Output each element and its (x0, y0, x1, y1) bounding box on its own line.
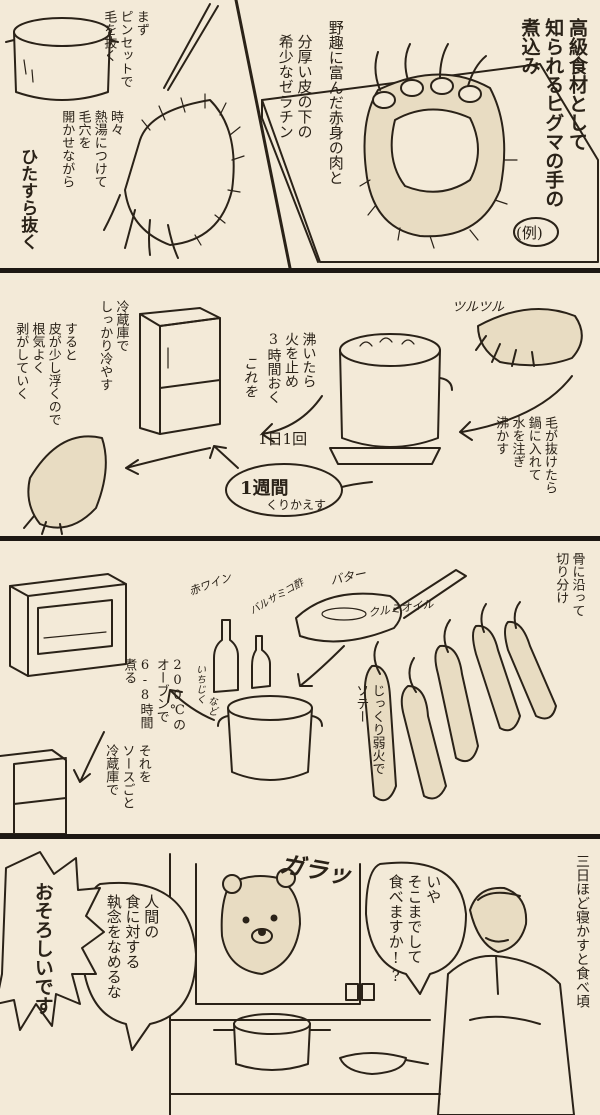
tweezers-drawing (163, 3, 219, 91)
panel-3: 骨に沿って 切り分け バター クルミオイル じっくり弱火で ソテー 赤ワイン バ… (0, 546, 600, 834)
man-drawing (437, 886, 575, 1115)
fridge-drawing (139, 307, 221, 435)
cut-pieces-drawing (363, 601, 557, 802)
panel-4-illustration (0, 851, 575, 1115)
sfx-smooth: ツルツル (452, 300, 505, 315)
kitchen-pot-drawing (213, 1013, 331, 1071)
step-rest: 沸いたら 火を止め 3時間おく (265, 332, 317, 404)
panel-1-illustration (5, 0, 599, 268)
stew-pot-drawing (217, 695, 323, 781)
once-a-day: 1日1回 (258, 430, 308, 448)
handwritten-this: これを (241, 356, 258, 398)
oven-drawing (9, 573, 127, 677)
note-meat: 野趣に富んだ赤身の肉と (326, 20, 345, 185)
panel-1-title: 高級食材として 知られるヒグマの手の 煮込み (518, 18, 589, 208)
boiling-pot-drawing (329, 333, 453, 465)
step-peel: すると 皮が少し浮くので 根気よく 剥がしていく (13, 322, 77, 426)
pot-drawing (5, 17, 119, 101)
frying-pan-drawing (295, 569, 467, 643)
panel-divider-3 (0, 834, 600, 839)
speech-scary: おそろしいです (31, 882, 54, 1015)
caption-ready: 三日ほど寝かすと食べ頃 (574, 854, 590, 1008)
step-pluck: ひたすら抜く (17, 148, 38, 250)
note-gelatin: 分厚い皮の下の 希少なゼラチン (276, 34, 314, 139)
speech-really: いや そこまでして 食べますか!? (386, 874, 443, 985)
step-fridge: 冷蔵庫で しっかり冷やす (97, 300, 129, 391)
panel-4: 三日ほど寝かすと食べ頃 いや そこまでして 食べますか!? ガラッ 人間の 食に… (0, 844, 600, 1115)
panel-2-illustration (23, 307, 583, 535)
example-label: (例) (516, 224, 543, 242)
panel-divider-1 (0, 268, 600, 273)
step-boil: 毛が抜けたら 鍋に入れて 水を注ぎ 沸かす (493, 416, 557, 494)
panel-2: ツルツル 毛が抜けたら 鍋に入れて 水を注ぎ 沸かす 沸いたら 火を止め 3時間… (0, 278, 600, 536)
step-chill: それを ソースごと 冷蔵庫で (103, 744, 151, 809)
step-oven: 200℃の オーブンで 6-8時間 煮る (121, 658, 185, 731)
panel-divider-2 (0, 536, 600, 541)
step-tweezers: まず ピンセットで 毛を抜く (101, 10, 149, 88)
bear-drawing (220, 868, 301, 975)
cutting-board-drawing (261, 63, 599, 263)
repeat-week: 1週間 (240, 478, 289, 499)
step-cut: 骨に沿って 切り分け (553, 552, 585, 617)
repeat-label: くりかえす (266, 498, 327, 512)
smooth-paw-drawing (475, 307, 583, 367)
panel-1: 高級食材として 知られるヒグマの手の 煮込み (例) 野趣に富んだ赤身の肉と 分… (0, 0, 600, 268)
small-fridge-drawing (0, 749, 67, 834)
speech-human: 人間の 食に対する 執念をなめるな (104, 894, 161, 999)
label-fig: いちじく (193, 664, 205, 704)
hairy-paw-drawing (103, 93, 245, 259)
bottles-drawing (213, 619, 271, 693)
step-saute: じっくり弱火で ソテー (353, 684, 385, 775)
peeled-paw-drawing (23, 435, 107, 535)
bear-paw-drawing (359, 43, 518, 249)
label-etc: など (205, 696, 217, 716)
panel-3-illustration (0, 569, 557, 834)
step-hot-water: 時々 熱湯につけて 毛穴を 開かせながら (59, 110, 123, 188)
